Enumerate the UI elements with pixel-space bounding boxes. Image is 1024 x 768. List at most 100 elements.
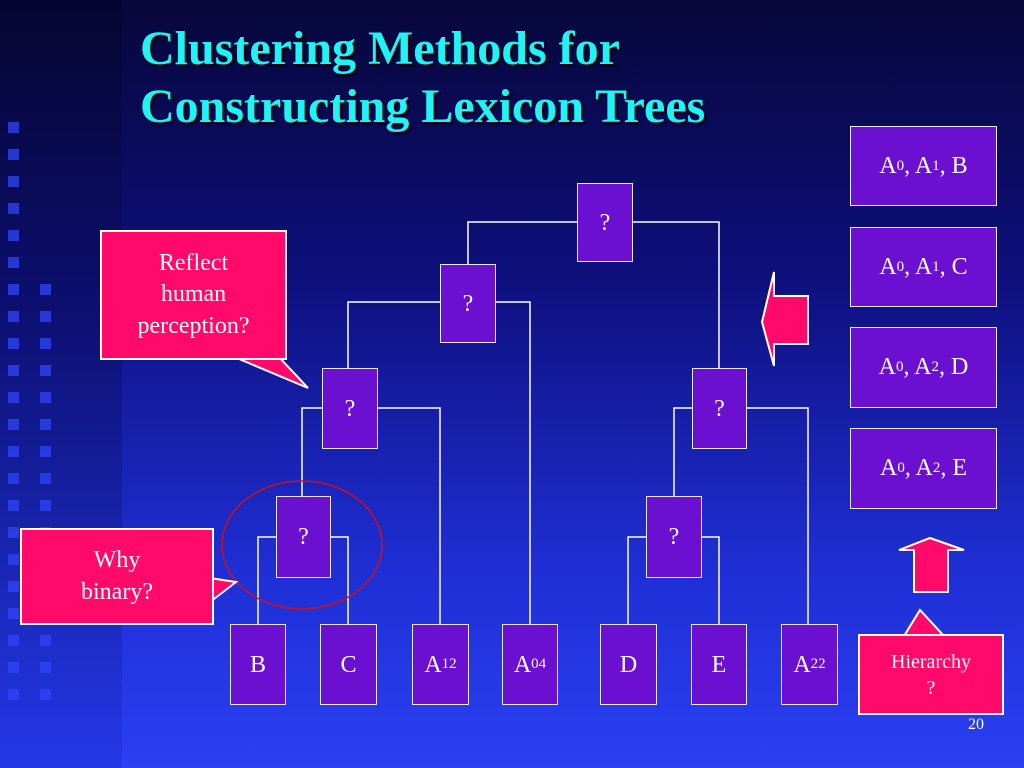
sidebar-square bbox=[40, 284, 51, 295]
sidebar-square bbox=[40, 635, 51, 646]
sidebar-square bbox=[8, 581, 19, 592]
word-box-2-mid: , A bbox=[904, 253, 933, 280]
sidebar-square bbox=[40, 311, 51, 322]
sidebar-square bbox=[8, 446, 19, 457]
sidebar-square bbox=[40, 473, 51, 484]
sidebar-square bbox=[40, 365, 51, 376]
sidebar-square bbox=[8, 230, 19, 241]
sidebar-square bbox=[40, 662, 51, 673]
sidebar-square bbox=[8, 392, 19, 403]
tree-node-right-level3: ? bbox=[646, 496, 702, 578]
sidebar-square bbox=[8, 662, 19, 673]
leaf-e: E bbox=[691, 624, 747, 705]
slide-title: Clustering Methods for Constructing Lexi… bbox=[140, 20, 705, 136]
word-box-3-a: A bbox=[878, 354, 896, 380]
hierarchy-callout: Hierarchy ? bbox=[858, 634, 1004, 715]
hierarchy-callout-tail bbox=[902, 608, 947, 637]
sidebar-square bbox=[8, 365, 19, 376]
reflect-callout-line-2: human bbox=[160, 281, 227, 308]
leaf-a1-base: A bbox=[424, 651, 442, 678]
sidebar-square bbox=[8, 635, 19, 646]
leaf-a0-base: A bbox=[513, 651, 532, 678]
word-box-1-sub2: 1 bbox=[932, 157, 940, 174]
word-box-1-a: A bbox=[879, 152, 897, 179]
leaf-a2-base: A bbox=[793, 651, 811, 678]
leaf-a2-sub: 2 bbox=[810, 656, 819, 672]
sidebar-square bbox=[8, 311, 19, 322]
word-box-3-tail: , D bbox=[939, 354, 969, 380]
left-arrow-icon bbox=[760, 271, 809, 367]
word-box-3-mid: , A bbox=[903, 354, 932, 380]
sidebar-square bbox=[40, 338, 51, 349]
word-box-1-tail: , B bbox=[939, 152, 968, 179]
leaf-a1-sub: 1 bbox=[441, 656, 450, 672]
leaf-a1-sup: 2 bbox=[449, 656, 457, 672]
sidebar-square bbox=[8, 527, 19, 538]
why-callout-line-1: Why bbox=[93, 547, 141, 574]
sidebar-square bbox=[8, 500, 19, 511]
sidebar-square bbox=[8, 608, 19, 619]
reflect-perception-callout: Reflect human perception? bbox=[100, 230, 287, 360]
word-box-3-sub2: 2 bbox=[931, 359, 940, 375]
tree-node-root: ? bbox=[577, 183, 633, 262]
sidebar-square bbox=[8, 689, 19, 700]
page-number: 20 bbox=[968, 716, 984, 733]
sidebar-square bbox=[8, 257, 19, 268]
word-box-2-sub2: 1 bbox=[932, 258, 940, 275]
word-box-2-sub1: 0 bbox=[896, 258, 905, 275]
sidebar-square bbox=[8, 176, 19, 187]
sidebar-square bbox=[8, 338, 19, 349]
sidebar-square bbox=[8, 203, 19, 214]
sidebar-square bbox=[8, 122, 19, 133]
up-arrow-icon bbox=[898, 536, 965, 593]
word-box-4-sub1: 0 bbox=[897, 460, 905, 476]
word-box-2-a: A bbox=[879, 253, 897, 280]
sidebar-square bbox=[40, 392, 51, 403]
sidebar-square bbox=[40, 689, 51, 700]
sidebar-decoration bbox=[0, 0, 122, 768]
leaf-a0-sup: 4 bbox=[538, 656, 547, 672]
tree-node-left-level2: ? bbox=[322, 368, 378, 449]
sidebar-square bbox=[8, 149, 19, 160]
hierarchy-callout-line-1: Hierarchy bbox=[891, 650, 971, 673]
sidebar-square bbox=[8, 473, 19, 484]
word-box-4-a: A bbox=[879, 455, 898, 481]
why-callout-line-2: binary? bbox=[81, 578, 153, 605]
sidebar-square bbox=[40, 419, 51, 430]
leaf-c: C bbox=[320, 624, 377, 705]
word-box-2-tail: , C bbox=[939, 253, 968, 280]
leaf-a2-sup: 2 bbox=[818, 656, 826, 672]
leaf-a0-sub: 0 bbox=[531, 656, 539, 672]
sidebar-square bbox=[40, 500, 51, 511]
tree-node-left-level3: ? bbox=[276, 496, 331, 578]
word-box-4-mid: , A bbox=[904, 455, 933, 481]
leaf-b: B bbox=[230, 624, 286, 705]
word-box-3-sub1: 0 bbox=[895, 359, 904, 375]
sidebar-square bbox=[8, 284, 19, 295]
tree-node-right-level2: ? bbox=[692, 368, 747, 449]
word-box-1-sub1: 0 bbox=[896, 157, 905, 174]
why-binary-callout: Why binary? bbox=[20, 528, 214, 625]
word-box-4-tail: , E bbox=[940, 455, 968, 481]
hierarchy-callout-line-2: ? bbox=[926, 676, 936, 699]
title-line-2: Constructing Lexicon Trees bbox=[140, 80, 706, 133]
sidebar-square bbox=[8, 554, 19, 565]
reflect-callout-line-3: perception? bbox=[137, 312, 250, 339]
reflect-callout-line-1: Reflect bbox=[158, 250, 229, 277]
title-line-1: Clustering Methods for bbox=[140, 22, 620, 75]
highlight-circle bbox=[221, 480, 383, 610]
reflect-callout-tail bbox=[231, 355, 309, 389]
word-box-1-mid: , A bbox=[904, 152, 933, 179]
word-box-4-sub2: 2 bbox=[932, 460, 941, 476]
sidebar-square bbox=[40, 446, 51, 457]
tree-node-level1: ? bbox=[440, 264, 496, 343]
